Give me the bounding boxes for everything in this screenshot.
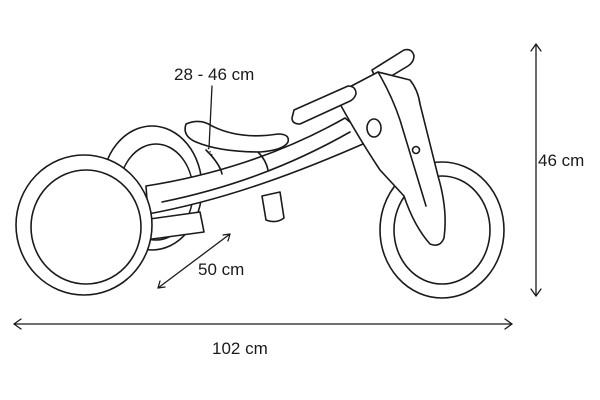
handlebar-front-grip [291, 85, 357, 125]
length-label: 102 cm [212, 339, 268, 358]
seat [184, 120, 290, 175]
height-label: 46 cm [538, 151, 584, 170]
height-dimension-arrow [530, 43, 542, 297]
wheelbase-dimension-arrow [157, 233, 231, 289]
length-dimension-arrow [13, 318, 513, 330]
seat-post [261, 191, 285, 223]
fork-plate [339, 71, 446, 246]
rear-front-wheel [15, 154, 153, 296]
seat-height-leader [208, 85, 213, 149]
seat-height-label: 28 - 46 cm [174, 65, 254, 84]
wheelbase-label: 50 cm [198, 260, 244, 279]
